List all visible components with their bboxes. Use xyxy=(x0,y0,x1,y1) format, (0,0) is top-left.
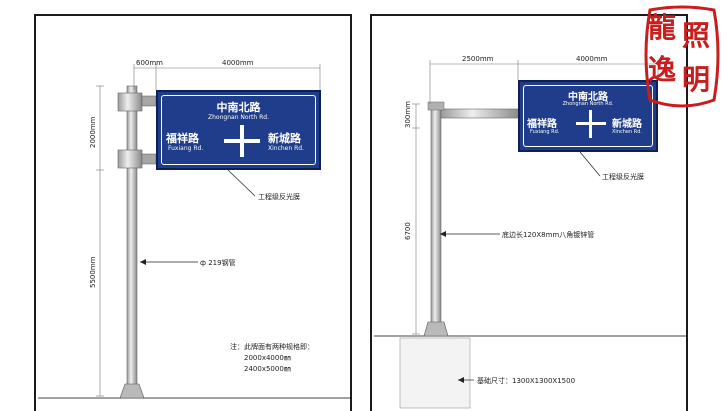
right-dim-2500: 2500mm xyxy=(462,55,494,63)
left-note-1: 注：此牌面有两种规格即： xyxy=(230,343,314,351)
red-seal-stamp xyxy=(644,5,720,108)
left-pole-base xyxy=(119,383,145,399)
seal-char-1: 龍 xyxy=(648,11,677,44)
left-note-3: 2400x5000㎜ xyxy=(244,365,291,373)
right-dim-300: 300mm xyxy=(404,101,412,128)
sign-west-cn: 福祥路 xyxy=(527,119,557,130)
left-dim-5500: 5500mm xyxy=(89,256,97,288)
sign-west-en: Fuxiang Rd. xyxy=(530,129,560,135)
sign-east-en: Xinchen Rd. xyxy=(612,129,642,135)
left-lower-clamp xyxy=(117,149,143,169)
sign-north-en: Zhongnan North Rd. xyxy=(208,114,269,121)
seal-char-3: 逸 xyxy=(648,53,677,86)
sign-north-cn: 中南北路 xyxy=(216,101,261,114)
seal-char-4: 明 xyxy=(682,63,711,96)
right-foundation xyxy=(399,337,471,409)
right-pole-base xyxy=(423,321,449,337)
right-pole-cap xyxy=(427,101,445,111)
left-pipe-label: ф 219钢管 xyxy=(200,259,236,267)
right-pole xyxy=(430,105,442,333)
right-dim-4000: 4000mm xyxy=(576,55,608,63)
sign-cross-vertical xyxy=(240,125,244,157)
sign-east-cn: 新城路 xyxy=(612,119,642,130)
sign-west-cn: 福祥路 xyxy=(166,132,199,145)
right-pipe-label: 底边长120X8mm八角镀锌管 xyxy=(502,231,595,239)
right-road-sign: 中南北路 Zhongnan North Rd. 福祥路 Fuxiang Rd. … xyxy=(518,80,658,152)
left-pole xyxy=(126,85,138,397)
left-road-sign: 中南北路 Zhongnan North Rd. 福祥路 Fuxiang Rd. … xyxy=(156,90,321,170)
right-dim-6700: 6700 xyxy=(404,222,412,240)
seal-char-2: 照 xyxy=(682,19,711,52)
left-drawing-panel xyxy=(34,14,352,411)
left-upper-clamp xyxy=(117,92,143,112)
sign-west-en: Fuxiang Rd. xyxy=(168,145,204,152)
left-film-label: 工程级反光膜 xyxy=(258,193,300,201)
right-cantilever-arm xyxy=(440,108,520,119)
sign-cross-vertical xyxy=(589,110,592,138)
left-dim-600: 600mm xyxy=(136,59,163,67)
sign-north-en: Zhongnan North Rd. xyxy=(562,101,614,107)
sign-east-cn: 新城路 xyxy=(268,132,301,145)
right-film-label: 工程级反光膜 xyxy=(602,173,644,181)
left-dim-4000: 4000mm xyxy=(222,59,254,67)
right-foundation-label: 基础尺寸：1300X1300X1500 xyxy=(477,377,576,385)
left-note-2: 2000x4000㎜ xyxy=(244,354,291,362)
left-lower-arm xyxy=(141,153,157,165)
left-upper-arm xyxy=(141,95,157,107)
left-dim-2000: 2000mm xyxy=(89,116,97,148)
sign-north-cn: 中南北路 xyxy=(568,92,608,103)
sign-east-en: Xinchen Rd. xyxy=(268,145,304,152)
